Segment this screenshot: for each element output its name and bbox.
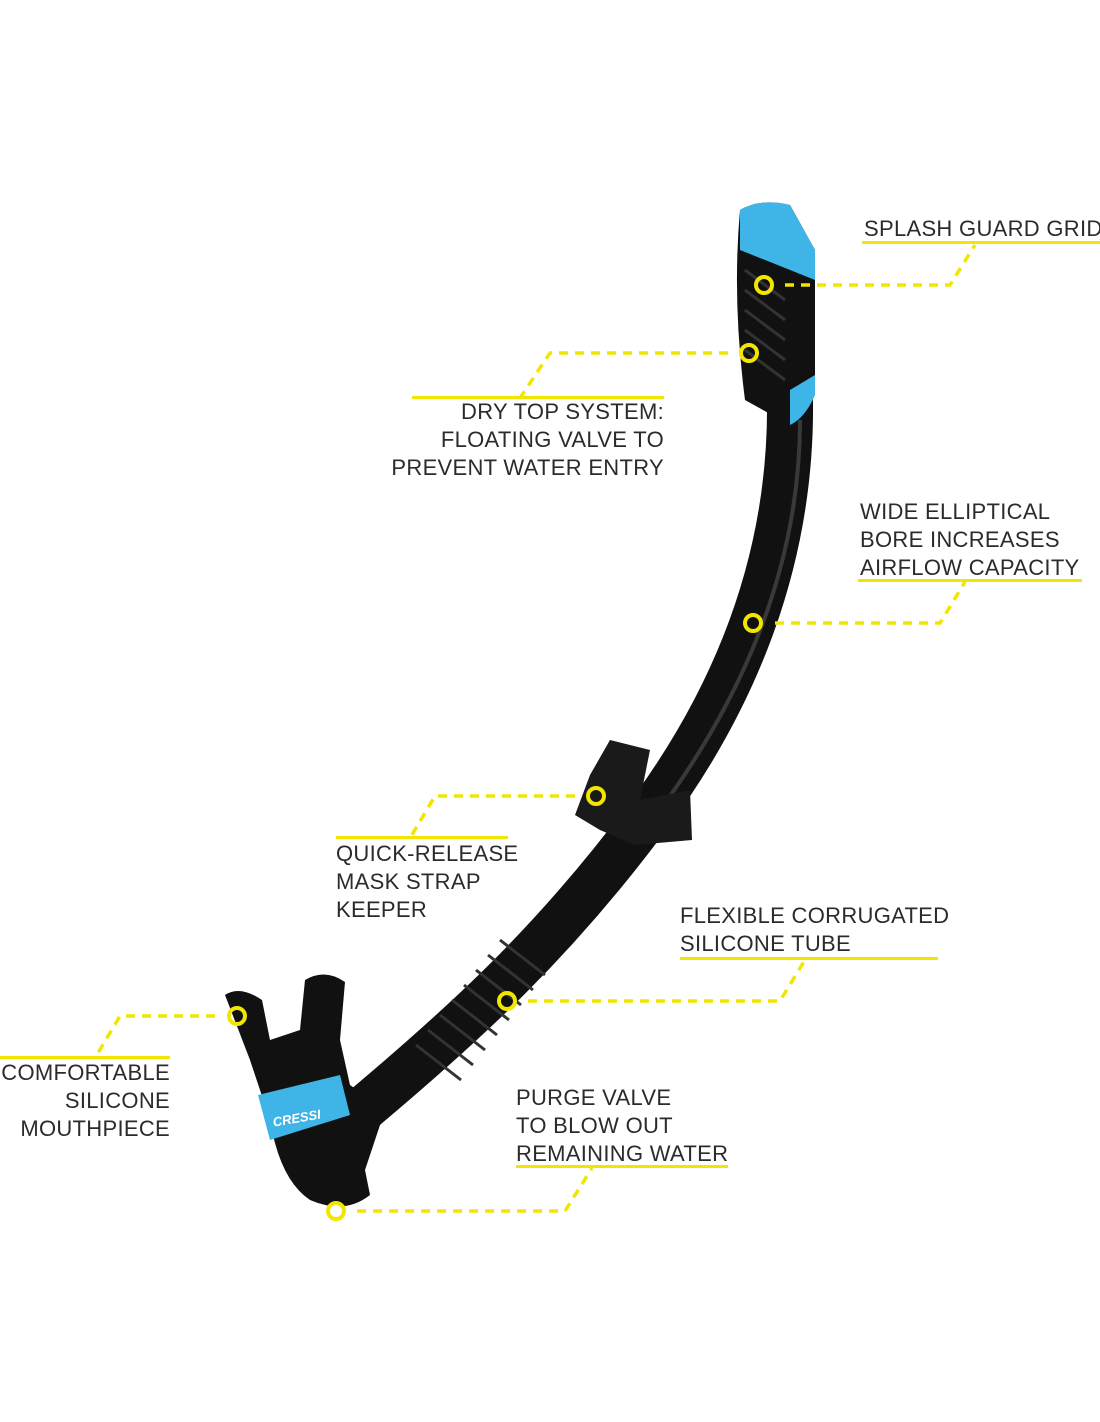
marker-splash xyxy=(754,275,774,295)
callout-line: SILICONE xyxy=(64,1088,170,1113)
mask-strap-keeper xyxy=(575,740,692,845)
callout-line: PREVENT WATER ENTRY xyxy=(391,455,664,480)
callout-line: WIDE ELLIPTICAL xyxy=(860,499,1051,524)
marker-dry-top xyxy=(739,343,759,363)
callout-flexible-tube: FLEXIBLE CORRUGATED SILICONE TUBE xyxy=(680,902,949,958)
leader-dry-top xyxy=(518,351,728,399)
leader-mouthpiece xyxy=(93,1014,215,1059)
leader-keeper xyxy=(408,794,575,839)
callout-line: SILICONE TUBE xyxy=(680,931,851,956)
callout-line: KEEPER xyxy=(336,897,428,922)
leader-purge xyxy=(357,1167,594,1213)
callout-line: PURGE VALVE xyxy=(516,1085,672,1110)
callout-quick-release-keeper: QUICK-RELEASE MASK STRAP KEEPER xyxy=(336,840,518,924)
mouthpiece-blue-band xyxy=(258,1075,350,1140)
head-blue-top xyxy=(740,202,815,280)
callout-overline xyxy=(0,1056,170,1059)
leader-wide-bore xyxy=(775,581,967,625)
callout-underline xyxy=(680,957,938,960)
marker-keeper xyxy=(586,786,606,806)
callout-line: DRY TOP SYSTEM: xyxy=(461,399,664,424)
snorkel-tube xyxy=(327,377,814,1143)
callout-line: REMAINING WATER xyxy=(516,1141,729,1166)
callout-mouthpiece: COMFORTABLE SILICONE MOUTHPIECE xyxy=(1,1059,170,1143)
callout-line: MOUTHPIECE xyxy=(20,1116,170,1141)
callout-markers xyxy=(227,275,774,1221)
marker-wide-bore xyxy=(743,613,763,633)
callout-splash-guard-grid: SPLASH GUARD GRID xyxy=(864,215,1100,243)
head-blue-bottom xyxy=(790,375,815,425)
callout-line: AIRFLOW CAPACITY xyxy=(860,555,1080,580)
callout-wide-elliptical-bore: WIDE ELLIPTICAL BORE INCREASES AIRFLOW C… xyxy=(860,498,1080,582)
callout-line: FLEXIBLE CORRUGATED xyxy=(680,903,950,928)
marker-mouthpiece xyxy=(227,1006,247,1026)
callout-dry-top-system: DRY TOP SYSTEM: FLOATING VALVE TO PREVEN… xyxy=(391,398,664,482)
callout-line: BORE INCREASES xyxy=(860,527,1060,552)
leader-flexible xyxy=(528,959,807,1003)
callout-overline xyxy=(412,396,664,399)
callout-underline xyxy=(516,1165,728,1168)
callout-purge-valve: PURGE VALVE TO BLOW OUT REMAINING WATER xyxy=(516,1084,728,1168)
callout-underline xyxy=(858,579,1082,582)
marker-purge xyxy=(326,1201,346,1221)
leader-splash xyxy=(785,244,977,287)
callout-line: FLOATING VALVE TO xyxy=(440,427,664,452)
leader-lines xyxy=(93,244,977,1213)
corrugated-section xyxy=(415,938,546,1082)
callout-line: QUICK-RELEASE xyxy=(336,841,519,866)
callout-line: SPLASH GUARD GRID xyxy=(864,216,1100,241)
callout-line: MASK STRAP xyxy=(336,869,481,894)
marker-flexible xyxy=(497,991,517,1011)
callout-overline xyxy=(336,836,508,839)
callout-underline xyxy=(862,241,1100,244)
callout-line: COMFORTABLE xyxy=(1,1060,170,1085)
callout-line: TO BLOW OUT xyxy=(516,1113,673,1138)
splash-grid xyxy=(744,268,786,382)
